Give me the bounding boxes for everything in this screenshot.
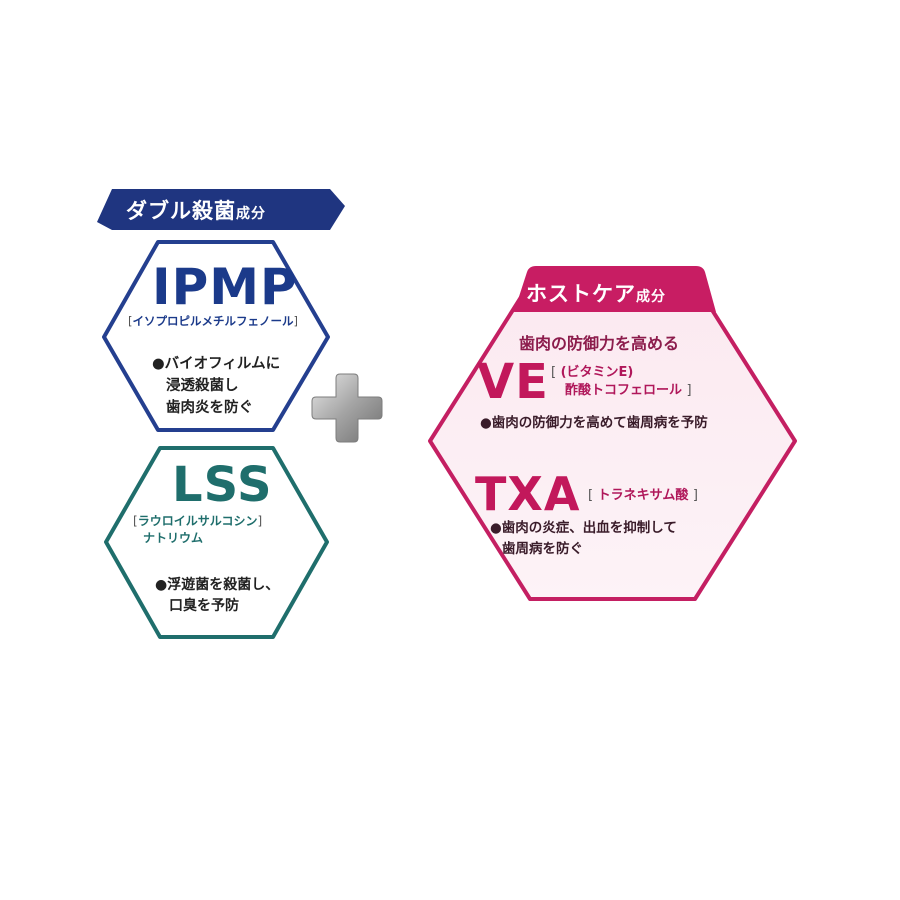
txa-description: ●歯肉の炎症、出血を抑制して 歯周病を防ぐ [490, 520, 677, 557]
lss-hexagon [104, 446, 329, 639]
ipmp-hexagon [102, 240, 330, 432]
lss-name: LSS [172, 457, 273, 513]
txa-name: TXA [475, 467, 581, 521]
ve-description: ●歯肉の防御力を高めて歯周病を予防 [480, 415, 708, 431]
ipmp-name: IPMP [152, 258, 298, 316]
host-care-banner [514, 266, 716, 312]
lss-description: ●浮遊菌を殺菌し、 口臭を予防 [155, 577, 280, 614]
double-sterilization-banner [97, 189, 345, 230]
plus-icon [311, 373, 383, 443]
ipmp-subtitle: [イソプロピルメチルフェノール] [128, 314, 298, 328]
ve-name: VE [477, 354, 549, 410]
ipmp-description: ●バイオフィルムに 浸透殺菌し 歯肉炎を防ぐ [152, 356, 281, 416]
host-care-title: ホストケア成分 [526, 282, 666, 306]
double-sterilization-title: ダブル殺菌成分 [126, 199, 266, 223]
txa-subtitle: [ トラネキサム酸 ] [588, 488, 698, 503]
ve-subtitle: [ (ビタミンE) 酢酸トコフェロール ] [551, 365, 692, 398]
host-care-tagline: 歯肉の防御力を高める [519, 334, 680, 353]
lss-subtitle: [ラウロイルサルコシン] ナトリウム [133, 514, 263, 545]
